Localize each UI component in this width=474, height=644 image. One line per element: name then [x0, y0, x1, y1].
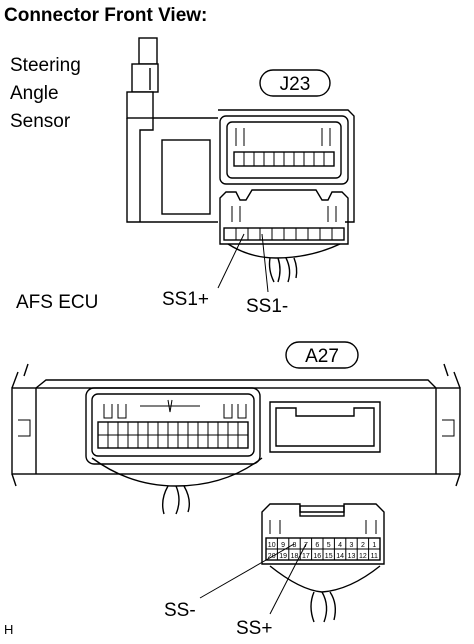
j23-connector-id: J23: [280, 74, 311, 95]
j23-pin-callouts: [217, 233, 269, 293]
pin-number: 1: [372, 542, 376, 549]
pin-number: 3: [350, 542, 354, 549]
a27-connector-id: A27: [305, 346, 339, 367]
a27-right-socket: [269, 401, 381, 453]
j23-wire-harness: [227, 243, 341, 283]
pin-number: 17: [302, 553, 310, 560]
a27-header-socket: [85, 387, 261, 465]
j23-upper-socket: [219, 115, 349, 185]
pin-number: 13: [348, 553, 356, 560]
j23-pin-socket: [219, 189, 349, 245]
pin-number: 16: [313, 553, 321, 560]
pin-number: 14: [336, 553, 344, 560]
pin-label-ss-minus: SS-: [164, 600, 196, 621]
pin-number: 11: [371, 553, 378, 560]
pin-label-ss1-plus: SS1+: [162, 289, 209, 310]
pin-number: 8: [293, 542, 297, 549]
pin-number: 7: [304, 542, 308, 549]
corner-code: H: [4, 622, 13, 637]
sensor-name-line-2: Angle: [10, 83, 59, 104]
j23-connector-tag: J23: [259, 69, 331, 97]
pin-number: 6: [315, 542, 319, 549]
pin-number: 4: [338, 542, 342, 549]
pin-label-ss-plus: SS+: [236, 618, 272, 639]
a27-connector-tag: A27: [285, 341, 359, 369]
pin-number: 18: [291, 553, 299, 560]
a27-pin-numbers-top: 10 9 8 7 6 5 4 3 2 1: [268, 542, 377, 549]
a27-pin-face-harness: [269, 565, 381, 623]
pin-number: 19: [279, 553, 287, 560]
afs-ecu-housing: [11, 363, 461, 487]
sensor-name-line-1: Steering: [10, 55, 81, 76]
diagram-title: Connector Front View:: [4, 5, 207, 26]
sensor-name-line-3: Sensor: [10, 111, 71, 132]
pin-number: 5: [327, 542, 331, 549]
pin-number: 9: [281, 542, 285, 549]
a27-pin-face: [261, 503, 385, 565]
a27-pin-callouts: [199, 543, 307, 615]
pin-number: 10: [268, 542, 276, 549]
pin-label-ss1-minus: SS1-: [246, 296, 288, 317]
steering-angle-sensor-body: [126, 37, 355, 223]
pin-number: 15: [325, 553, 333, 560]
pin-number: 2: [361, 542, 365, 549]
a27-header-harness: [91, 457, 263, 515]
ecu-name: AFS ECU: [16, 292, 98, 313]
pin-number: 12: [359, 553, 367, 560]
